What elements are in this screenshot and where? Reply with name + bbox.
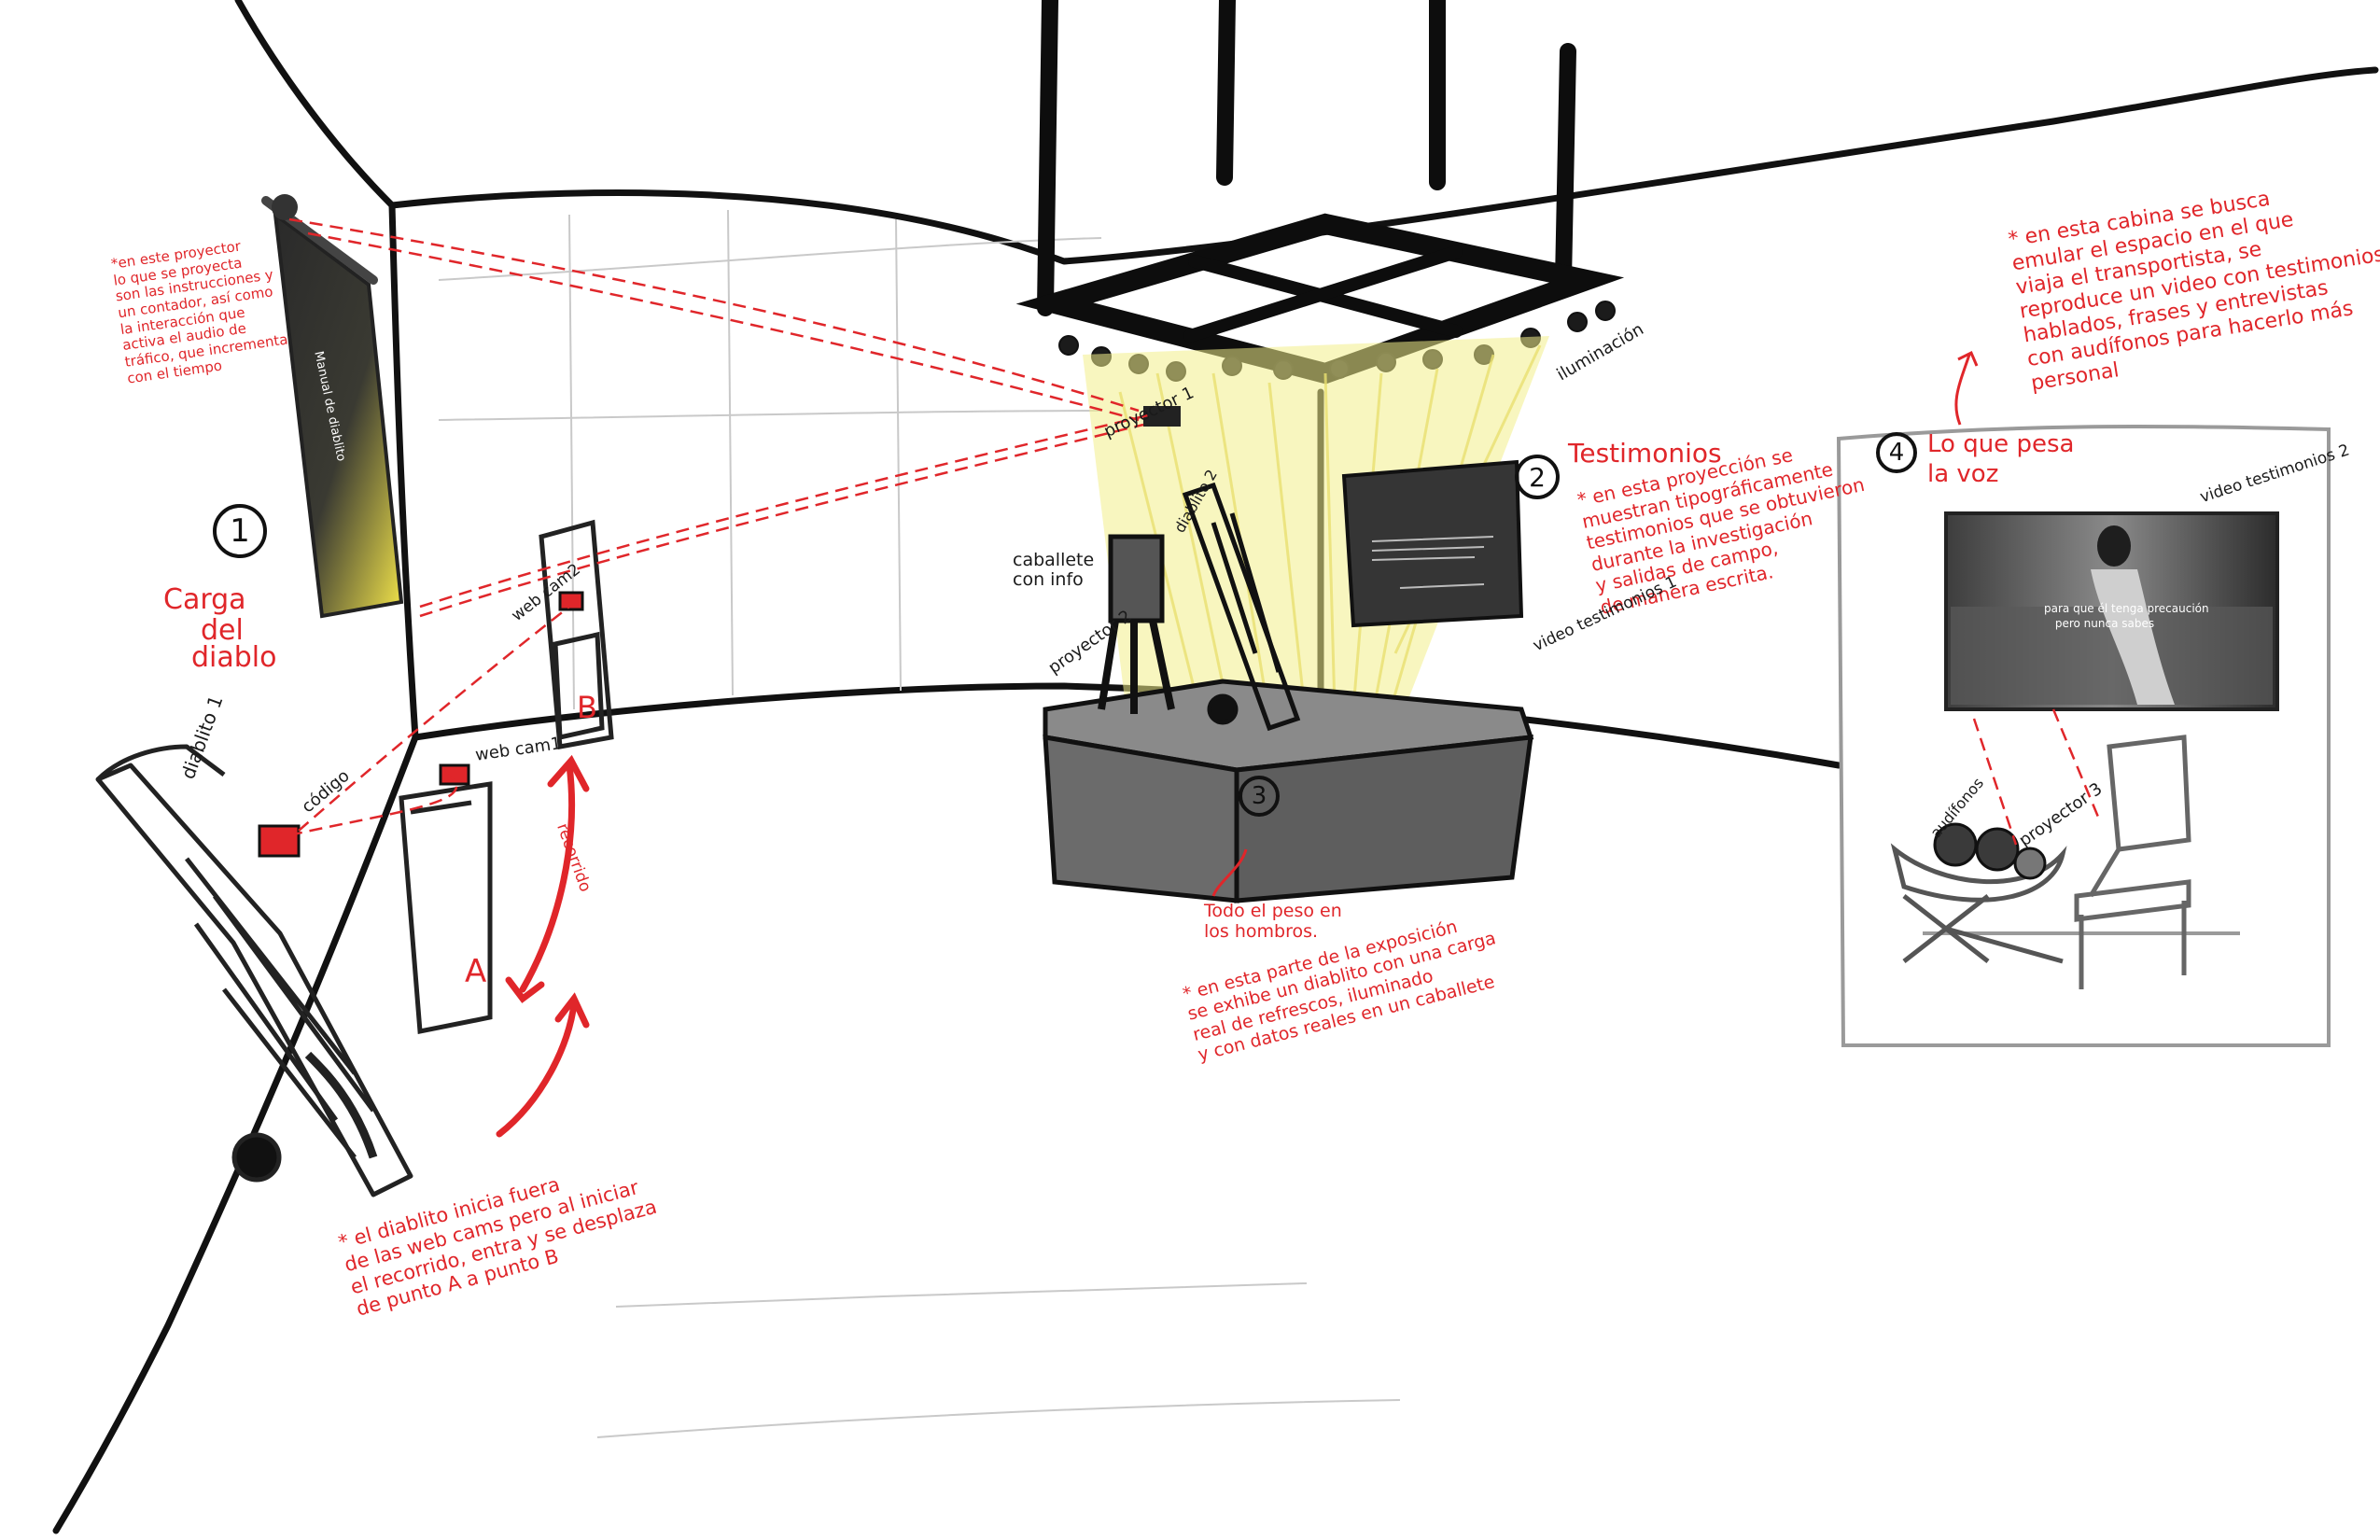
kiosk-a (399, 781, 493, 1035)
projector-1-device (1143, 406, 1181, 427)
grid-sketch-lines (438, 209, 1401, 1438)
section-1-title-line2: del (201, 614, 244, 647)
projection-1 (261, 194, 404, 619)
section-1-title-line3: diablo (191, 641, 277, 674)
recorrido-arrows (496, 754, 590, 1138)
webcam-1-device (439, 763, 470, 786)
section-1-title-line1: Carga (163, 583, 246, 616)
label-caballete: caballete con info (1013, 550, 1095, 590)
diablito-1 (95, 744, 413, 1197)
peso-arrow (1211, 848, 1248, 897)
video-2-subtitle-2: pero nunca sabes (2054, 617, 2155, 630)
section-1-number: 1 (213, 504, 267, 558)
section-2-title: Testimonios (1568, 438, 1722, 469)
video-screen-1 (1341, 459, 1524, 628)
light-cone (1083, 336, 1549, 737)
webcam-2-device (558, 591, 584, 611)
section-4-number: 4 (1876, 432, 1917, 473)
projector-note: *en este proyector lo que se proyecta so… (109, 237, 289, 387)
projection-beams (288, 217, 2102, 846)
section-2-number: 2 (1515, 455, 1560, 499)
video-screen-2-person (2091, 569, 2175, 705)
video-screen-2-figure (2097, 525, 2131, 567)
section-3-number: 3 (1239, 776, 1280, 817)
kiosk-b (539, 519, 614, 749)
headphones-stand (1890, 843, 2067, 964)
chair (2074, 735, 2191, 989)
easel-and-cart (1098, 482, 1301, 732)
codigo-scanner (258, 824, 301, 858)
peso-note: Todo el peso en los hombros. (1204, 901, 1342, 943)
label-point-b: B (577, 690, 597, 725)
label-point-a: A (465, 953, 487, 990)
ceiling-rig (1015, 0, 1625, 385)
platform (1043, 679, 1534, 903)
headphones-icon (1933, 822, 2047, 880)
section-4-title-line2: la voz (1927, 460, 1999, 488)
video-2-subtitle-1: para que él tenga precaución (2044, 602, 2209, 615)
booth-arrow (1954, 350, 1979, 426)
section-4-title-line1: Lo que pesa (1927, 430, 2075, 458)
